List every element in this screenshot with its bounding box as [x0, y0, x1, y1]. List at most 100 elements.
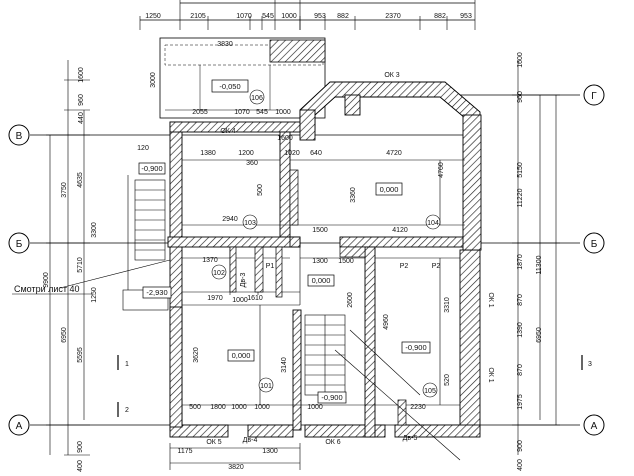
right-dim-10: 870	[517, 364, 524, 376]
room-103: 103	[242, 214, 258, 230]
top2-dim-1: 1250	[145, 13, 161, 20]
right-dim-8: 1390	[517, 322, 524, 338]
svg-text:2: 2	[125, 407, 129, 414]
svg-text:104: 104	[427, 220, 439, 227]
level-mark-left-top: -0,900	[138, 162, 166, 175]
left-dim-10: 6950	[61, 327, 68, 343]
svg-text:0,000: 0,000	[312, 276, 331, 285]
right-dim-5: 11300	[536, 255, 543, 274]
window-label-ok3: ОК 3	[384, 72, 399, 79]
svg-text:1200: 1200	[238, 150, 254, 157]
svg-text:0,000: 0,000	[232, 351, 251, 360]
svg-text:106: 106	[251, 95, 263, 102]
top-dim-3: 5110	[382, 0, 397, 1]
upper-dim-5: 1000	[275, 109, 291, 116]
svg-text:2940: 2940	[222, 216, 238, 223]
left-dim-9: 1250	[91, 287, 98, 303]
svg-text:1500: 1500	[338, 258, 354, 265]
svg-text:520: 520	[444, 374, 451, 386]
svg-text:3310: 3310	[444, 297, 451, 313]
upper-column	[269, 39, 326, 63]
top2-dim-6: 953	[314, 13, 326, 20]
door-label-dv4: Дв-4	[243, 437, 258, 444]
right-dim-12: 900	[517, 440, 524, 452]
svg-text:1000: 1000	[231, 404, 247, 411]
svg-text:1175: 1175	[177, 448, 192, 455]
svg-text:4760: 4760	[438, 162, 445, 178]
svg-text:-0,900: -0,900	[321, 393, 342, 402]
svg-text:4120: 4120	[392, 227, 408, 234]
bay-wall-right	[462, 114, 482, 251]
level-mark-bottom: -0,900	[317, 391, 347, 404]
svg-text:3: 3	[588, 361, 592, 368]
upper-dim-3: 1070	[234, 109, 250, 116]
window-label-ok4: ОК 4	[220, 128, 235, 135]
interior-dimension-labels: 1380 1200 1020 640 4720 2940 1500 4120 3…	[137, 72, 451, 471]
svg-text:3360: 3360	[350, 187, 357, 203]
upper-dim-2: 2055	[192, 109, 208, 116]
axis-label-a-right: А	[591, 421, 598, 432]
axis-bubble-a-left: А	[8, 414, 30, 436]
svg-text:1370: 1370	[202, 257, 218, 264]
right-dim-labels: 1600 960 5150 11220 11300 1870 870 1390 …	[517, 52, 543, 471]
axis-bubble-b-left: Б	[8, 232, 30, 254]
door-label-dv5: Дв-5	[403, 435, 418, 442]
level-mark-upper: -0,050	[211, 79, 249, 93]
left-dim-4: 3750	[61, 182, 68, 198]
room-106: 106	[249, 89, 265, 105]
top2-dim-8: 2370	[385, 13, 401, 20]
left-dim-7: 5710	[77, 257, 84, 273]
left-dim-2: 960	[78, 94, 85, 106]
top2-dim-4: 545	[262, 13, 274, 20]
svg-text:1000: 1000	[307, 404, 323, 411]
right-dim-1: 1600	[517, 52, 524, 68]
svg-text:1300: 1300	[312, 258, 328, 265]
axis-bubble-v-left: В	[8, 124, 30, 146]
svg-text:360: 360	[246, 160, 258, 167]
svg-text:1000: 1000	[232, 297, 248, 304]
door-label-r1: Р1	[266, 263, 275, 270]
window-label-ok1a: ОК 1	[487, 292, 494, 307]
axis-label-b-right: Б	[591, 239, 598, 250]
room-102: 102	[211, 264, 227, 280]
svg-text:3820: 3820	[228, 464, 244, 471]
svg-text:1970: 1970	[207, 295, 223, 302]
svg-text:2600: 2600	[347, 292, 354, 308]
svg-text:3620: 3620	[193, 347, 200, 363]
top-dim-1: 3980	[222, 0, 238, 1]
room-105: 105	[422, 382, 438, 398]
left-dim-5: 4635	[77, 172, 84, 188]
interior-walls-small	[229, 169, 407, 426]
svg-text:120: 120	[137, 145, 149, 152]
svg-text:1380: 1380	[200, 150, 216, 157]
stair-left-outside	[122, 175, 169, 311]
svg-text:103: 103	[244, 220, 256, 227]
stair-interior	[304, 314, 346, 396]
leader-lines	[59, 259, 461, 461]
left-dim-labels: 1600 960 440 3750 4635 3300 5710 9900 12…	[43, 67, 98, 472]
svg-text:1020: 1020	[284, 150, 300, 157]
axis-label-g: Г	[591, 91, 597, 102]
axis-bubble-g-right: Г	[583, 84, 605, 106]
svg-text:1800: 1800	[210, 404, 226, 411]
window-label-ok6: ОК 6	[325, 439, 340, 446]
level-mark-105: -0,900	[401, 341, 431, 354]
left-dim-11: 5595	[77, 347, 84, 363]
upper-dim-4: 545	[256, 109, 268, 116]
top-dimension-chains	[139, 0, 476, 30]
top-dims-row1-labels: 3980 750 5110	[222, 0, 397, 1]
window-label-ok1b: ОК 1	[487, 367, 494, 382]
column-mid	[344, 94, 361, 116]
svg-text:1500: 1500	[312, 227, 328, 234]
svg-text:102: 102	[213, 270, 225, 277]
top2-dim-5: 1000	[281, 13, 297, 20]
door-label-r2b: Р2	[432, 263, 441, 270]
left-dim-8: 9900	[43, 272, 50, 288]
axis-bubble-a-right: А	[583, 414, 605, 436]
svg-text:640: 640	[310, 150, 322, 157]
top2-dim-3: 1070	[236, 13, 252, 20]
section-marks: 1 2 3	[117, 355, 592, 417]
door-label-r2a: Р2	[400, 263, 409, 270]
svg-text:1610: 1610	[247, 295, 263, 302]
top-dims-row2-labels: 1250 2105 1070 545 1000 953 882 2370 882…	[145, 13, 472, 20]
